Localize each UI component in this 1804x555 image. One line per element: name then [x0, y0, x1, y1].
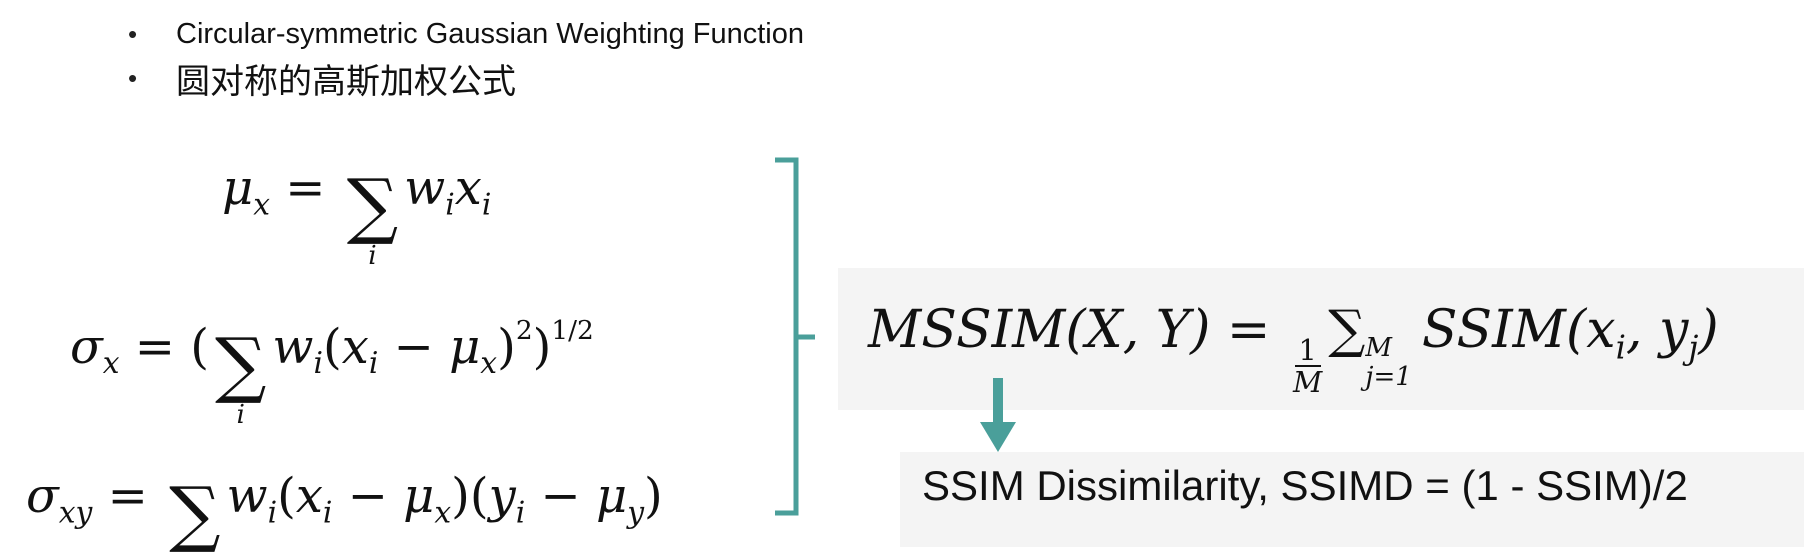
bullet-dot: • [128, 62, 138, 93]
equation-sigma-xy: σxy = ∑wi(xi − μx)(yi − μy) [26, 468, 663, 555]
bullet-text: Circular-symmetric Gaussian Weighting Fu… [176, 17, 805, 50]
bullet-item: • 圆对称的高斯加权公式 [128, 56, 804, 102]
bullet-text: 圆对称的高斯加权公式 [176, 61, 516, 102]
definition-panel [900, 452, 1804, 547]
bullet-list: • Circular-symmetric Gaussian Weighting … [128, 12, 804, 102]
right-brace-icon [775, 157, 815, 516]
down-arrow-icon [980, 378, 1016, 452]
bullet-dot: • [128, 18, 138, 49]
ssimd-definition: SSIM Dissimilarity, SSIMD = (1 - SSIM)/2 [922, 462, 1688, 509]
bullet-item: • Circular-symmetric Gaussian Weighting … [128, 12, 804, 56]
